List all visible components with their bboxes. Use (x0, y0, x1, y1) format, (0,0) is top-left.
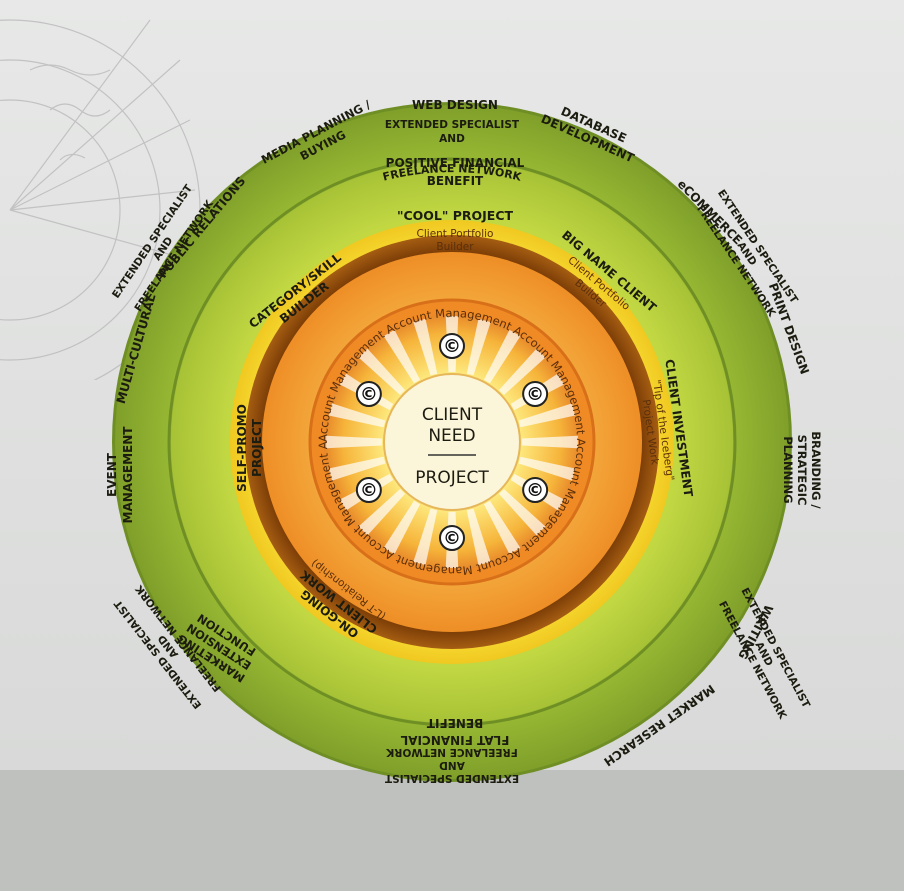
center-line-3: PROJECT (415, 468, 489, 488)
copyright-icon (355, 381, 382, 407)
copyright-icon-glyph: © (360, 480, 378, 501)
light-ray (466, 318, 491, 376)
copyright-icon-glyph: © (526, 480, 544, 501)
svg-text:PLANNING: PLANNING (781, 436, 795, 503)
center-line-2: NEED (428, 426, 475, 446)
light-ray (383, 329, 421, 384)
label-positive-financial-1: POSITIVE FINANCIAL (386, 156, 525, 170)
copyright-icon-glyph: © (443, 336, 461, 357)
svg-text:FLAT FINANCIAL: FLAT FINANCIAL (400, 733, 509, 747)
svg-text:SELF-PROMO: SELF-PROMO (235, 404, 249, 492)
outer-bottom-label: EXTENDED SPECIALIST AND FREELANCE NETWOR… (384, 746, 519, 784)
light-ray (413, 508, 438, 566)
compass-sketch-decoration (0, 19, 201, 380)
label-positive-financial-2: BENEFIT (427, 174, 484, 188)
light-ray (498, 348, 546, 396)
copyright-icon (522, 381, 549, 407)
label-cool-sub-1: Client Portfolio (417, 228, 494, 240)
copyright-icon-glyph: © (526, 384, 544, 405)
light-ray (413, 318, 438, 376)
copyright-icon-glyph: © (360, 384, 378, 405)
label-event-management: EVENT MANAGEMENT (105, 426, 135, 524)
svg-text:FREELANCE NETWORK: FREELANCE NETWORK (385, 746, 517, 758)
center-circle (383, 373, 521, 511)
label-web-design: WEB DESIGN (412, 98, 498, 112)
label-branding: BRANDING / STRATEGIC PLANNING (781, 431, 823, 509)
light-ray (521, 435, 578, 449)
copyright-icon (439, 525, 465, 551)
light-ray (328, 456, 386, 481)
svg-text:EVENT: EVENT (105, 452, 119, 497)
light-ray (466, 508, 491, 566)
light-ray (483, 500, 521, 555)
light-ray (518, 456, 576, 481)
svg-text:MANAGEMENT: MANAGEMENT (121, 426, 135, 524)
copyright-icon (439, 333, 465, 359)
svg-text:EXTENDED SPECIALIST: EXTENDED SPECIALIST (384, 772, 519, 784)
svg-text:BRANDING /: BRANDING / (809, 431, 823, 509)
outer-ring-divider (167, 157, 737, 727)
copyright-icon-group: © © © © © © (355, 333, 549, 551)
svg-text:BENEFIT: BENEFIT (426, 716, 483, 730)
copyright-icon (355, 477, 382, 503)
label-self-promo-project: SELF-PROMO PROJECT (235, 404, 264, 492)
light-ray (383, 500, 421, 555)
light-ray (498, 488, 546, 536)
light-ray (358, 488, 406, 536)
copyright-icon-glyph: © (443, 528, 461, 549)
center-line-1: CLIENT (422, 405, 483, 425)
label-cool-project: "COOL" PROJECT (397, 208, 514, 223)
light-ray (518, 403, 576, 428)
svg-text:PROJECT: PROJECT (250, 418, 264, 477)
svg-text:STRATEGIC: STRATEGIC (795, 435, 809, 506)
outer-top-label-1: EXTENDED SPECIALIST (385, 119, 520, 131)
background-bottom-band (0, 770, 904, 891)
svg-text:AND: AND (439, 759, 465, 771)
label-flat-financial: FLAT FINANCIAL BENEFIT (400, 716, 509, 747)
light-ray (328, 403, 386, 428)
label-cool-sub-2: Builder (436, 241, 474, 253)
light-ray (358, 348, 406, 396)
light-ray (483, 329, 521, 384)
outer-top-label-2: AND (439, 133, 465, 145)
light-ray (326, 435, 383, 449)
copyright-icon (522, 477, 549, 503)
